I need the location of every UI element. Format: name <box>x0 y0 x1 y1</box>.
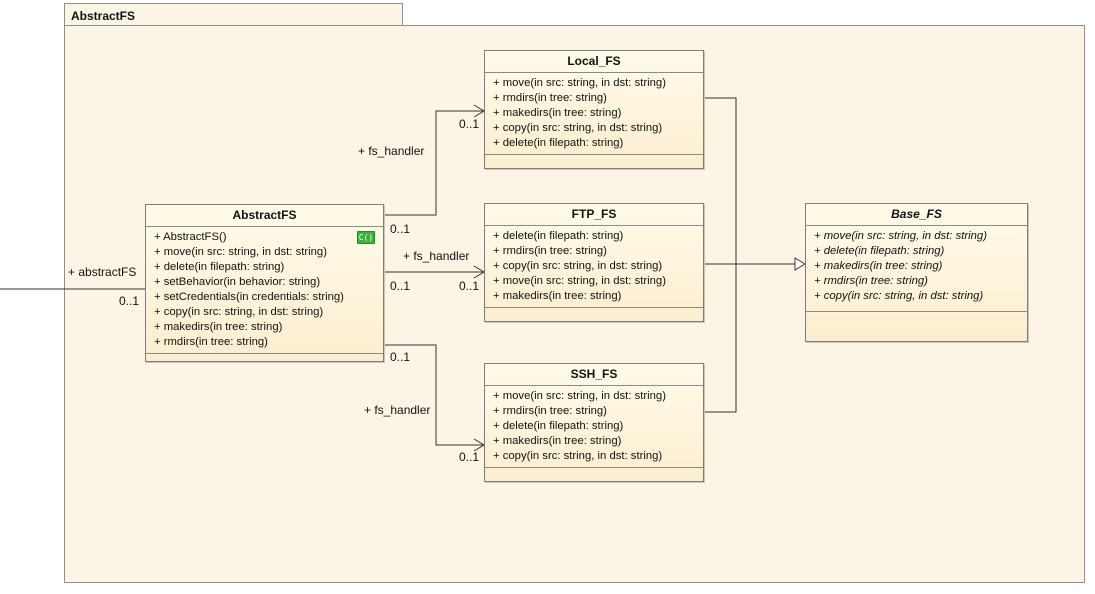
operation: + makedirs(in tree: string) <box>493 290 622 302</box>
operation: + move(in src: string, in dst: string) <box>493 77 666 89</box>
class-abstractfs-name: AbstractFS <box>146 205 383 227</box>
operation: + rmdirs(in tree: string) <box>814 275 928 287</box>
operation: + rmdirs(in tree: string) <box>493 405 607 417</box>
ftp-target-multiplicity: 0..1 <box>459 279 480 293</box>
operation: + move(in src: string, in dst: string) <box>493 275 666 287</box>
operation: + move(in src: string, in dst: string) <box>154 246 327 258</box>
operation: + delete(in filepath: string) <box>493 420 624 432</box>
operation: + makedirs(in tree: string) <box>814 260 943 272</box>
operation: + setCredentials(in credentials: string) <box>154 291 344 303</box>
class-ftp-fs[interactable]: FTP_FS + delete(in filepath: string) + r… <box>484 203 704 322</box>
class-base-fs-name: Base_FS <box>806 204 1027 226</box>
class-ssh-fs[interactable]: SSH_FS + move(in src: string, in dst: st… <box>484 363 704 482</box>
operation: + AbstractFS() <box>154 231 227 243</box>
operation: + rmdirs(in tree: string) <box>493 92 607 104</box>
operation: + move(in src: string, in dst: string) <box>814 230 987 242</box>
operation: + rmdirs(in tree: string) <box>154 336 268 348</box>
class-local-fs-name: Local_FS <box>485 51 703 73</box>
ssh-source-multiplicity: 0..1 <box>390 350 411 364</box>
external-role-label: + abstractFS <box>68 265 137 279</box>
operation: + move(in src: string, in dst: string) <box>493 390 666 402</box>
operation: + copy(in src: string, in dst: string) <box>154 306 324 318</box>
external-multiplicity-label: 0..1 <box>119 294 140 308</box>
ssh-role-label: + fs_handler <box>364 403 431 417</box>
ftp-role-label: + fs_handler <box>403 249 470 263</box>
constructor-badge-icon: C() <box>357 231 375 244</box>
class-abstractfs[interactable]: AbstractFS C() + AbstractFS() + move(in … <box>145 204 384 362</box>
local-source-multiplicity: 0..1 <box>390 222 411 236</box>
association-ssh-line <box>384 344 484 446</box>
class-local-fs[interactable]: Local_FS + move(in src: string, in dst: … <box>484 50 704 169</box>
ftp-source-multiplicity: 0..1 <box>390 279 411 293</box>
operation: + copy(in src: string, in dst: string) <box>493 122 663 134</box>
operation: + rmdirs(in tree: string) <box>493 245 607 257</box>
operation: + makedirs(in tree: string) <box>154 321 283 333</box>
package-name: AbstractFS <box>71 9 136 23</box>
class-base-fs[interactable]: Base_FS + move(in src: string, in dst: s… <box>805 203 1028 342</box>
local-role-label: + fs_handler <box>358 144 425 158</box>
operation: + delete(in filepath: string) <box>493 230 624 242</box>
local-target-multiplicity: 0..1 <box>459 117 480 131</box>
generalization-arrowhead <box>794 257 806 271</box>
operation: + setBehavior(in behavior: string) <box>154 276 321 288</box>
operation: + delete(in filepath: string) <box>814 245 945 257</box>
operation: + copy(in src: string, in dst: string) <box>493 260 663 272</box>
association-local-line <box>384 110 484 216</box>
class-abstractfs-operations: + AbstractFS() + move(in src: string, in… <box>146 227 383 354</box>
ssh-target-multiplicity: 0..1 <box>459 450 480 464</box>
generalization-local-line <box>704 97 737 264</box>
class-ftp-fs-name: FTP_FS <box>485 204 703 226</box>
operation: + copy(in src: string, in dst: string) <box>493 450 663 462</box>
class-ssh-fs-name: SSH_FS <box>485 364 703 386</box>
operation: + delete(in filepath: string) <box>154 261 285 273</box>
class-local-fs-operations: + move(in src: string, in dst: string) +… <box>485 73 703 155</box>
operation: + copy(in src: string, in dst: string) <box>814 290 984 302</box>
class-ssh-fs-operations: + move(in src: string, in dst: string) +… <box>485 386 703 468</box>
operation: + makedirs(in tree: string) <box>493 435 622 447</box>
generalization-ssh-line <box>704 264 737 413</box>
operation: + makedirs(in tree: string) <box>493 107 622 119</box>
class-base-fs-operations: + move(in src: string, in dst: string) +… <box>806 226 1027 312</box>
package-tab[interactable]: AbstractFS <box>64 3 403 25</box>
class-ftp-fs-operations: + delete(in filepath: string) + rmdirs(i… <box>485 226 703 308</box>
operation: + delete(in filepath: string) <box>493 137 624 149</box>
